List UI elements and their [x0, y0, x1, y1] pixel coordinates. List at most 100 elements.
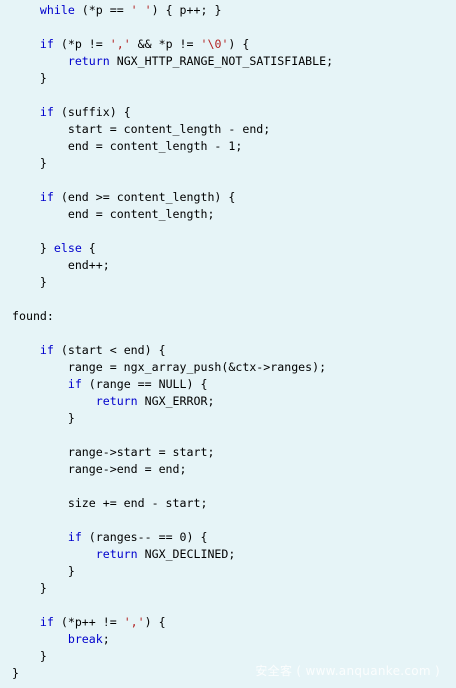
code-keyword: if [67, 530, 82, 544]
code-line: } [12, 70, 333, 87]
code-text: (*p != [53, 37, 110, 51]
code-text [12, 394, 96, 408]
code-line: range->end = end; [12, 461, 333, 478]
watermark-text: 安全客 ( www.anquanke.com ) [255, 664, 440, 678]
code-text: && *p != [130, 37, 201, 51]
code-keyword: if [39, 37, 54, 51]
code-line: end++; [12, 257, 333, 274]
code-text: range = ngx_array_push(&ctx->ranges); [12, 360, 327, 374]
code-line [12, 597, 333, 614]
code-line: size += end - start; [12, 495, 333, 512]
code-text: } [12, 666, 19, 680]
code-text: } [12, 241, 54, 255]
code-text: NGX_DECLINED; [137, 547, 236, 561]
code-text [12, 632, 68, 646]
code-string: ',' [109, 37, 131, 51]
code-keyword: if [39, 343, 54, 357]
code-text: NGX_ERROR; [137, 394, 215, 408]
code-line: } [12, 580, 333, 597]
code-line: } [12, 648, 333, 665]
code-string: ',' [123, 615, 145, 629]
code-string: ' ' [130, 3, 152, 17]
code-text: range->start = start; [12, 445, 215, 459]
code-text [12, 54, 68, 68]
code-text: (start < end) { [53, 343, 166, 357]
code-block: while (*p == ' ') { p++; } if (*p != ','… [12, 2, 333, 682]
code-text [12, 3, 40, 17]
code-keyword: return [95, 547, 138, 561]
code-text: ) { [228, 37, 250, 51]
code-text: (ranges-- == 0) { [81, 530, 208, 544]
code-line: if (start < end) { [12, 342, 333, 359]
code-text: } [12, 649, 47, 663]
code-line: if (*p != ',' && *p != '\0') { [12, 36, 333, 53]
code-line: if (*p++ != ',') { [12, 614, 333, 631]
code-text: ; [102, 632, 110, 646]
code-line: if (ranges-- == 0) { [12, 529, 333, 546]
code-line: range = ngx_array_push(&ctx->ranges); [12, 359, 333, 376]
code-text: } [12, 581, 47, 595]
code-text: (suffix) { [53, 105, 131, 119]
code-line: if (range == NULL) { [12, 376, 333, 393]
code-line: end = content_length; [12, 206, 333, 223]
code-keyword: if [67, 377, 82, 391]
code-text [12, 343, 40, 357]
code-keyword: else [53, 241, 82, 255]
code-line: return NGX_DECLINED; [12, 546, 333, 563]
code-text: start = content_length - end; [12, 122, 271, 136]
code-text: } [12, 156, 47, 170]
code-keyword: if [39, 615, 54, 629]
code-text: } [12, 71, 47, 85]
code-line: } [12, 665, 333, 682]
code-text [12, 530, 68, 544]
code-line: if (suffix) { [12, 104, 333, 121]
code-line: found: [12, 308, 333, 325]
code-text: (end >= content_length) { [53, 190, 236, 204]
code-line [12, 291, 333, 308]
code-keyword: return [95, 394, 138, 408]
code-line [12, 427, 333, 444]
code-text: } [12, 275, 47, 289]
code-text: ) { p++; } [151, 3, 222, 17]
code-text [12, 37, 40, 51]
code-line: end = content_length - 1; [12, 138, 333, 155]
code-line [12, 325, 333, 342]
code-line: } [12, 410, 333, 427]
code-line [12, 87, 333, 104]
code-line: if (end >= content_length) { [12, 189, 333, 206]
code-text: end = content_length; [12, 207, 215, 221]
code-line [12, 478, 333, 495]
code-line: return NGX_HTTP_RANGE_NOT_SATISFIABLE; [12, 53, 333, 70]
code-keyword: if [39, 105, 54, 119]
code-line: } [12, 155, 333, 172]
code-text: (*p++ != [53, 615, 124, 629]
code-text [12, 190, 40, 204]
code-line: return NGX_ERROR; [12, 393, 333, 410]
code-text: found: [12, 309, 54, 323]
code-text [12, 547, 96, 561]
code-line [12, 19, 333, 36]
code-text: NGX_HTTP_RANGE_NOT_SATISFIABLE; [109, 54, 334, 68]
code-keyword: if [39, 190, 54, 204]
code-text [12, 105, 40, 119]
code-keyword: break [67, 632, 103, 646]
code-line: range->start = start; [12, 444, 333, 461]
code-line: } else { [12, 240, 333, 257]
code-text: (range == NULL) { [81, 377, 208, 391]
code-string: '\0' [200, 37, 229, 51]
code-text: end++; [12, 258, 110, 272]
code-text [12, 377, 68, 391]
code-text: range->end = end; [12, 462, 187, 476]
code-line [12, 512, 333, 529]
code-line: break; [12, 631, 333, 648]
code-line: start = content_length - end; [12, 121, 333, 138]
code-text: } [12, 411, 75, 425]
code-keyword: while [39, 3, 75, 17]
code-text: size += end - start; [12, 496, 208, 510]
code-keyword: return [67, 54, 110, 68]
code-line: } [12, 274, 333, 291]
code-text: ) { [144, 615, 166, 629]
code-line: } [12, 563, 333, 580]
code-line: while (*p == ' ') { p++; } [12, 2, 333, 19]
code-line [12, 223, 333, 240]
